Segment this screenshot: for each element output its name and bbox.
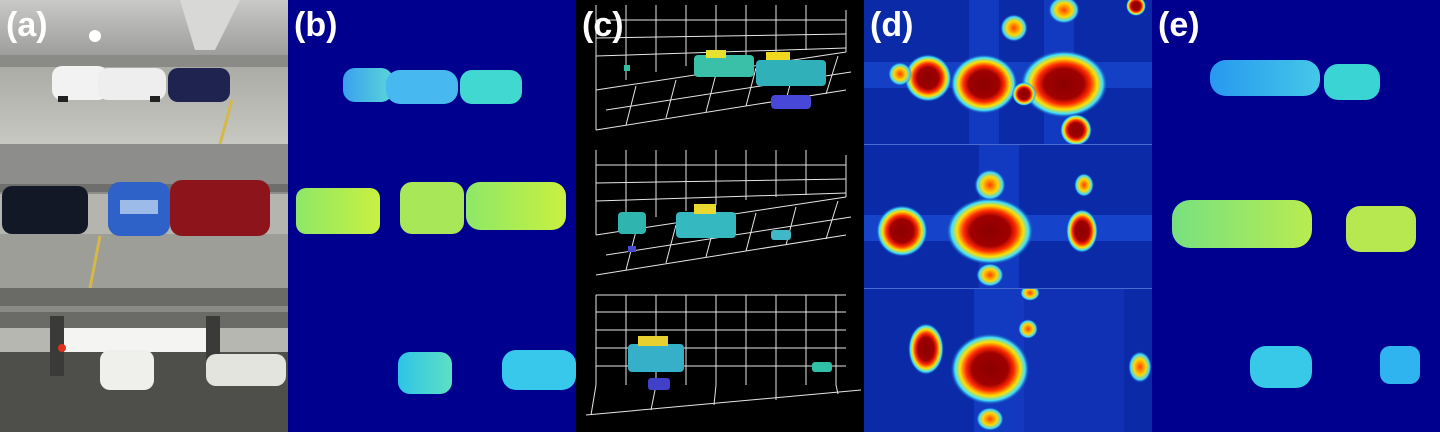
cloud-1 bbox=[624, 50, 826, 109]
photo-garage-3 bbox=[0, 288, 288, 432]
panel-b: (b) bbox=[288, 0, 576, 432]
mask-car-e2 bbox=[1324, 64, 1380, 100]
heatmap-1 bbox=[864, 0, 1152, 144]
cloud-2 bbox=[618, 204, 791, 252]
panel-c-label: (c) bbox=[582, 6, 624, 44]
panel-c: (c) bbox=[576, 0, 864, 432]
panel-d: (d) bbox=[864, 0, 1152, 432]
heatmap-2 bbox=[864, 144, 1152, 289]
mask-car-b1 bbox=[343, 68, 393, 102]
cloud-3 bbox=[628, 336, 832, 390]
mask-car-e4 bbox=[1346, 206, 1416, 252]
mask-car-e6 bbox=[1380, 346, 1420, 384]
panel-e-label: (e) bbox=[1158, 6, 1200, 44]
panel-a: (a) bbox=[0, 0, 288, 432]
heatmap-3 bbox=[864, 288, 1152, 432]
mask-car-b7 bbox=[398, 352, 452, 394]
mask-car-e3 bbox=[1172, 200, 1312, 248]
panel-e: (e) bbox=[1152, 0, 1440, 432]
panel-e-masks bbox=[1172, 60, 1420, 388]
mask-car-e1 bbox=[1210, 60, 1320, 96]
photo-garage-1 bbox=[0, 0, 288, 144]
panel-a-label: (a) bbox=[6, 6, 48, 44]
panel-b-masks bbox=[296, 68, 576, 394]
mask-car-b3 bbox=[460, 70, 522, 104]
mask-car-b6 bbox=[466, 182, 566, 230]
mask-car-b4 bbox=[296, 188, 380, 234]
mask-car-b8 bbox=[502, 350, 576, 390]
photo-garage-2 bbox=[0, 144, 288, 288]
mask-car-b5 bbox=[400, 182, 464, 234]
panel-c-3d-plots bbox=[585, 5, 862, 416]
panel-d-label: (d) bbox=[870, 6, 914, 44]
mask-car-b2 bbox=[386, 70, 458, 104]
panel-b-label: (b) bbox=[294, 6, 338, 44]
mask-car-e5 bbox=[1250, 346, 1312, 388]
